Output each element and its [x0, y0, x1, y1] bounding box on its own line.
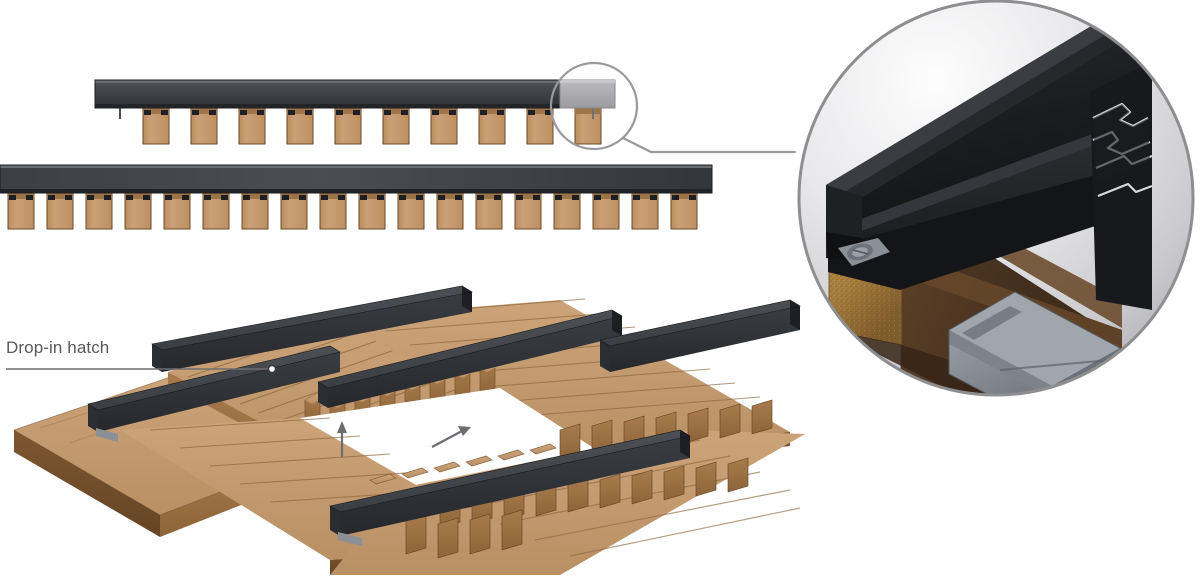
elevation-bottom-joist-group: [7, 192, 698, 230]
iso-rail-back-top: [151, 285, 473, 372]
joist: [553, 192, 581, 230]
iso-rail-right-mid: [599, 299, 801, 372]
joist: [670, 192, 698, 230]
elevation-top-view: [94, 79, 616, 145]
iso-rail-left-lower: [87, 345, 341, 442]
diagonal-slide-arrow: [431, 426, 471, 448]
isometric-deck-assembly: [13, 285, 805, 575]
joist: [319, 192, 347, 230]
drop-in-hatch-leader: [6, 364, 277, 374]
detail-magnified-circle: [797, 0, 1195, 397]
iso-direction-arrows: [337, 421, 471, 457]
joist: [526, 107, 554, 145]
elevation-bottom-rail: [0, 164, 713, 194]
callout-highlight-region: [559, 79, 616, 109]
joist: [124, 192, 152, 230]
joist: [436, 192, 464, 230]
iso-rail-front-top: [317, 309, 623, 408]
detail-aluminium-extrusion: [826, 22, 1152, 290]
joist: [478, 107, 506, 145]
joist: [280, 192, 308, 230]
joist: [397, 192, 425, 230]
joist: [358, 192, 386, 230]
elevation-bottom-view: [0, 164, 713, 230]
elevation-top-rail: [94, 79, 616, 109]
rail-end-tab: [119, 108, 121, 119]
joist: [241, 192, 269, 230]
callout-detail-marker: [549, 61, 797, 154]
iso-hatch-edge-nubs: [369, 443, 557, 485]
joist: [382, 107, 410, 145]
joist: [574, 107, 602, 145]
joist: [334, 107, 362, 145]
joist: [142, 107, 170, 145]
detail-fixing-screw: [838, 238, 890, 266]
iso-rail-front-lower: [329, 429, 691, 546]
joist: [85, 192, 113, 230]
joist: [514, 192, 542, 230]
joist: [46, 192, 74, 230]
joist: [163, 192, 191, 230]
joist: [7, 192, 35, 230]
drop-in-hatch-label: Drop-in hatch: [6, 338, 110, 357]
rail-end-tab: [592, 108, 594, 119]
joist: [202, 192, 230, 230]
joist: [430, 107, 458, 145]
elevation-top-joist-group: [142, 107, 602, 145]
iso-deck-boards-lower-right: [330, 399, 805, 575]
joist: [592, 192, 620, 230]
vertical-lift-arrow: [337, 421, 347, 457]
joist: [238, 107, 266, 145]
joist: [631, 192, 659, 230]
joist: [286, 107, 314, 145]
joist: [475, 192, 503, 230]
detail-extrusion-profile-section: [1090, 62, 1153, 310]
joist: [190, 107, 218, 145]
